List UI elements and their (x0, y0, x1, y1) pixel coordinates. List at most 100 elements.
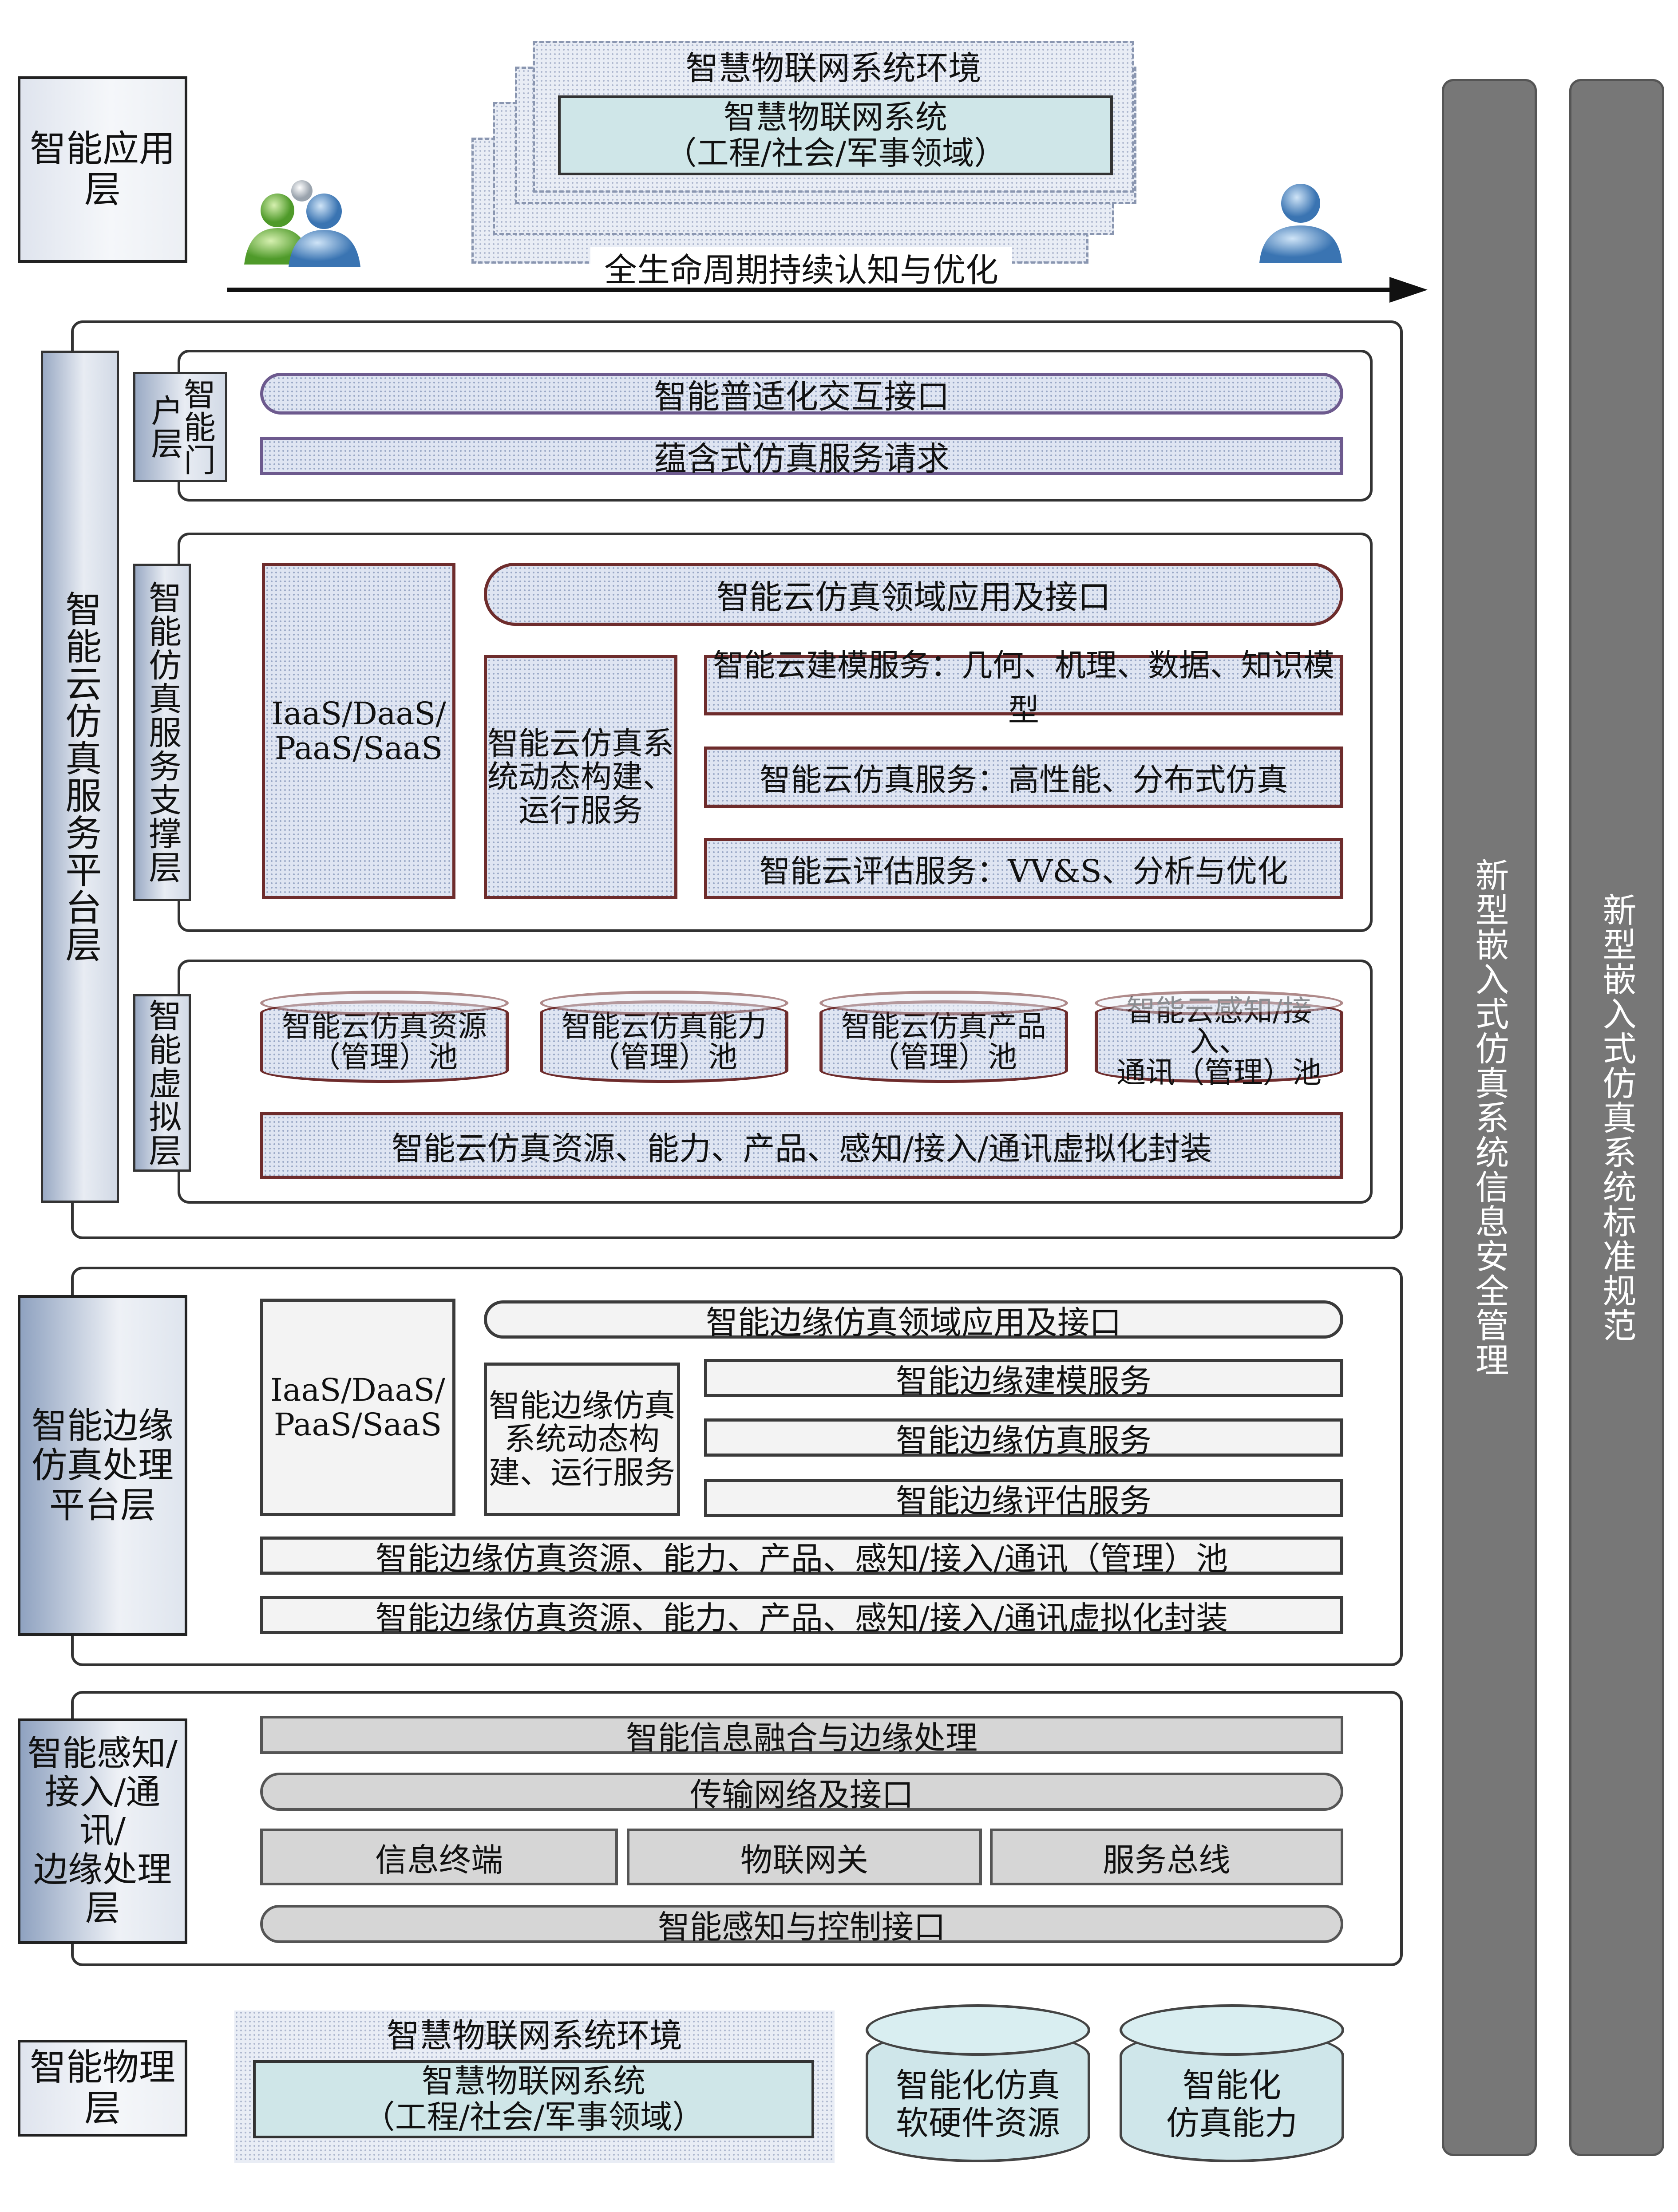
edge-platform-line3: 平台层 (49, 1484, 156, 1526)
capability-pool-line1: 智能云仿真能力 (562, 1009, 767, 1043)
bottom-env-title: 智慧物联网系统环境 (387, 2016, 682, 2055)
bottom-iot-system-box: 智慧物联网系统 （工程/社会/军事领域） (253, 2060, 814, 2138)
edge-platform-line1: 智能边缘 (32, 1405, 174, 1446)
edge-platform-line2: 仿真处理 (32, 1445, 174, 1486)
sim-resources-line1: 智能化仿真 (896, 2066, 1060, 2105)
edge-iaas-line2: PaaS/SaaS (273, 1406, 442, 1443)
network-bar: 传输网络及接口 (260, 1773, 1343, 1813)
sim-capability-line1: 智能化 (1183, 2066, 1281, 2105)
capability-pool-body: 智能云仿真能力 （管理）池 (540, 1000, 788, 1083)
top-iot-system-line1: 智慧物联网系统 (723, 99, 947, 136)
portal-interface-text: 智能普适化交互接口 (654, 377, 950, 416)
control-interface-text: 智能感知与控制接口 (657, 1908, 946, 1946)
gateway-text: 物联网关 (740, 1841, 868, 1879)
application-layer-label: 智能应用层 (18, 76, 187, 263)
resource-pool-line1: 智能云仿真资源 (282, 1009, 487, 1043)
control-interface-bar: 智能感知与控制接口 (260, 1905, 1343, 1946)
cloud-iaas-line1: IaaS/DaaS/ (271, 695, 446, 732)
cloud-encapsulation-text: 智能云仿真资源、能力、产品、感知/接入/通讯虚拟化封装 (391, 1130, 1212, 1167)
sim-resources-line2: 软硬件资源 (896, 2104, 1060, 2142)
security-management-column: 新型嵌入式仿真系统信息安全管理 (1442, 79, 1537, 2156)
resource-pool-top (260, 991, 509, 1015)
edge-platform-layer-label: 智能边缘 仿真处理 平台层 (18, 1295, 187, 1636)
cloud-domain-app-text: 智能云仿真领域应用及接口 (716, 578, 1111, 616)
capability-pool-top (540, 991, 788, 1015)
cloud-dynamic-line1: 智能云仿真系 (487, 725, 674, 762)
edge-encapsulation-bar: 智能边缘仿真资源、能力、产品、感知/接入/通讯虚拟化封装 (260, 1596, 1343, 1637)
physical-layer-text: 智能物理层 (29, 2046, 175, 2129)
cloud-evaluation-text: 智能云评估服务：VV&S、分析与优化 (759, 853, 1288, 889)
sim-resources-top (866, 2004, 1090, 2056)
edge-modeling-text: 智能边缘建模服务 (895, 1362, 1152, 1400)
user-icon (1259, 184, 1342, 263)
cloud-evaluation-bar: 智能云评估服务：VV&S、分析与优化 (704, 838, 1343, 899)
lifecycle-arrowhead-icon (1389, 277, 1428, 303)
product-pool-line1: 智能云仿真产品 (841, 1009, 1046, 1043)
product-pool-top (819, 991, 1068, 1015)
standard-spec-label: 新型嵌入式仿真系统标准规范 (1597, 893, 1637, 1343)
fusion-bar: 智能信息融合与边缘处理 (260, 1716, 1343, 1757)
cloud-platform-layer-text: 智能云仿真服务平台层 (59, 590, 101, 963)
physical-layer-label: 智能物理层 (18, 2040, 187, 2137)
edge-dynamic-line1: 智能边缘仿真 (489, 1387, 675, 1424)
virtual-layer-text: 智能虚拟层 (143, 999, 182, 1167)
edge-domain-app-text: 智能边缘仿真领域应用及接口 (705, 1304, 1121, 1341)
capability-pool-cylinder: 智能云仿真能力 （管理）池 (540, 991, 788, 1084)
service-bus-text: 服务总线 (1102, 1841, 1231, 1879)
sim-capability-top (1120, 2004, 1344, 2056)
bottom-iot-system-line1: 智慧物联网系统 (421, 2062, 645, 2100)
resource-pool-cylinder: 智能云仿真资源 （管理）池 (260, 991, 509, 1084)
terminal-text: 信息终端 (375, 1841, 503, 1879)
support-layer-text: 智能仿真服务支撑层 (143, 581, 182, 884)
edge-evaluation-bar: 智能边缘评估服务 (704, 1479, 1343, 1520)
edge-dynamic-line2: 系统动态构 (504, 1421, 660, 1458)
cloud-simulation-text: 智能云仿真服务：高性能、分布式仿真 (760, 761, 1288, 798)
edge-evaluation-text: 智能边缘评估服务 (895, 1482, 1152, 1520)
lifecycle-arrow-line (227, 288, 1395, 292)
gateway-box: 物联网关 (627, 1829, 982, 1885)
service-bus-box: 服务总线 (990, 1829, 1343, 1885)
perception-layer-label: 智能感知/ 接入/通讯/ 边缘处理层 (18, 1718, 187, 1944)
perception-layer-line3: 边缘处理层 (33, 1849, 172, 1929)
edge-dynamic-build-box: 智能边缘仿真 系统动态构 建、运行服务 (484, 1363, 680, 1516)
cloud-iaas-line2: PaaS/SaaS (274, 730, 443, 766)
cloud-dynamic-line3: 运行服务 (518, 792, 643, 829)
security-management-label: 新型嵌入式仿真系统信息安全管理 (1469, 858, 1509, 1377)
portal-layer-label: 智能门户层 (133, 372, 227, 482)
edge-domain-app-bar: 智能边缘仿真领域应用及接口 (484, 1300, 1343, 1341)
perception-pool-top (1095, 991, 1343, 1015)
product-pool-line2: （管理）池 (871, 1040, 1017, 1074)
portal-interface-bar: 智能普适化交互接口 (260, 373, 1343, 416)
cloud-iaas-box: IaaS/DaaS/ PaaS/SaaS (262, 563, 455, 899)
edge-simulation-text: 智能边缘仿真服务 (895, 1422, 1152, 1459)
product-pool-cylinder: 智能云仿真产品 （管理）池 (819, 991, 1068, 1084)
perception-layer-line1: 智能感知/ (27, 1733, 178, 1774)
cloud-platform-layer-label: 智能云仿真服务平台层 (41, 351, 119, 1203)
application-layer-text: 智能应用层 (29, 128, 175, 211)
lifecycle-label: 全生命周期持续认知与优化 (590, 247, 1012, 289)
cloud-simulation-bar: 智能云仿真服务：高性能、分布式仿真 (704, 747, 1343, 808)
cloud-encapsulation-bar: 智能云仿真资源、能力、产品、感知/接入/通讯虚拟化封装 (260, 1112, 1343, 1179)
top-iot-system-box: 智慧物联网系统 （工程/社会/军事领域） (558, 95, 1113, 175)
sim-capability-line2: 仿真能力 (1166, 2104, 1298, 2142)
bottom-iot-system-line2: （工程/社会/军事领域） (363, 2098, 704, 2136)
edge-pool-bar: 智能边缘仿真资源、能力、产品、感知/接入/通讯（管理）池 (260, 1537, 1343, 1577)
sim-capability-cylinder: 智能化 仿真能力 (1120, 2004, 1344, 2164)
cloud-dynamic-line2: 统动态构建、 (487, 758, 674, 795)
edge-encapsulation-text: 智能边缘仿真资源、能力、产品、感知/接入/通讯虚拟化封装 (375, 1599, 1228, 1637)
cloud-modeling-text: 智能云建模服务：几何、机理、数据、知识模型 (713, 647, 1334, 728)
standard-spec-column: 新型嵌入式仿真系统标准规范 (1569, 79, 1664, 2156)
edge-pool-text: 智能边缘仿真资源、能力、产品、感知/接入/通讯（管理）池 (375, 1540, 1228, 1577)
fusion-text: 智能信息融合与边缘处理 (625, 1719, 978, 1757)
portal-request-text: 蕴含式仿真服务请求 (654, 439, 950, 478)
edge-iaas-box: IaaS/DaaS/ PaaS/SaaS (260, 1299, 455, 1516)
perception-layer-line2: 接入/通讯/ (44, 1772, 161, 1851)
cloud-modeling-bar: 智能云建模服务：几何、机理、数据、知识模型 (704, 647, 1343, 728)
edge-dynamic-line3: 建、运行服务 (489, 1454, 675, 1491)
portal-layer-text: 智能门户层 (146, 378, 216, 476)
capability-pool-line2: （管理）池 (591, 1040, 737, 1074)
top-env-title: 智慧物联网系统环境 (685, 49, 981, 87)
edge-modeling-bar: 智能边缘建模服务 (704, 1359, 1343, 1400)
perception-pool-cylinder: 智能云感知/接入、 通讯（管理）池 (1095, 991, 1343, 1088)
top-iot-system-line2: （工程/社会/军事领域） (665, 134, 1006, 172)
